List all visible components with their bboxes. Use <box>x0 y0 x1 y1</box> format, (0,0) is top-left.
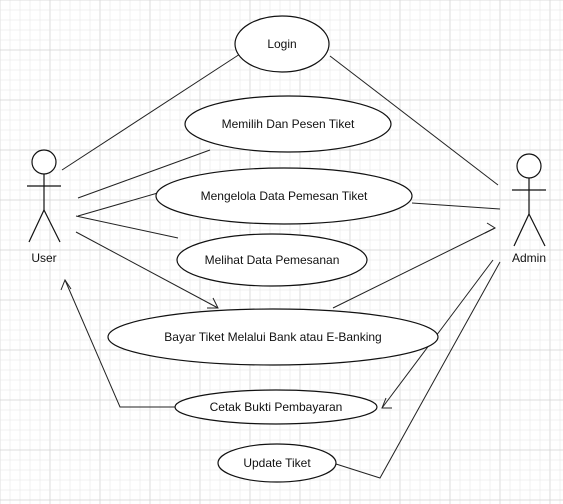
use-case-cetak-bukti-shape <box>174 389 378 425</box>
arrowhead-cetak-bukti <box>381 397 392 409</box>
use-case-cetak-bukti: Cetak Bukti Pembayaran <box>174 389 378 425</box>
actor-admin-head <box>516 153 542 179</box>
associations <box>60 53 501 479</box>
use-case-update-tiket-label: Update Tiket <box>243 456 311 470</box>
arrowhead-admin <box>484 222 497 234</box>
use-case-bayar-tiket-shape <box>107 308 439 366</box>
actor-user: User <box>27 149 61 265</box>
use-case-kelola-data-shape <box>155 167 413 225</box>
use-case-update-tiket: Update Tiket <box>217 443 337 483</box>
use-case-bayar-tiket: Bayar Tiket Melalui Bank atau E-Banking <box>107 308 439 366</box>
actor-user-right-leg <box>43 209 61 243</box>
use-case-kelola-data: Mengelola Data Pemesan Tiket <box>155 167 413 225</box>
use-case-melihat-data: Melihat Data Pemesanan <box>176 233 368 287</box>
use-case-memilih-pesan-label: Memilih Dan Pesen Tiket <box>222 117 355 131</box>
arrowhead-user <box>60 278 72 291</box>
association-admin-kelola-data <box>411 202 501 210</box>
actor-admin: Admin <box>512 153 546 265</box>
actor-admin-left-leg <box>513 213 530 247</box>
association-user-memilih-pesan <box>77 149 211 199</box>
arrowhead-bayar-tiket <box>207 297 219 309</box>
use-case-login-label: Login <box>267 37 296 51</box>
association-user-melihat-data <box>75 215 179 239</box>
actor-user-head <box>31 149 57 175</box>
use-case-cetak-bukti-label: Cetak Bukti Pembayaran <box>210 400 343 414</box>
association-user-login <box>61 53 241 171</box>
use-case-kelola-data-label: Mengelola Data Pemesan Tiket <box>201 189 368 203</box>
actor-user-left-leg <box>28 209 45 243</box>
use-case-memilih-pesan-shape <box>184 95 392 153</box>
actor-user-label: User <box>31 251 56 265</box>
use-case-login-shape <box>234 15 330 73</box>
association-cetak-bukti-user <box>64 279 176 408</box>
actor-admin-right-leg <box>528 213 546 247</box>
use-case-memilih-pesan: Memilih Dan Pesen Tiket <box>184 95 392 153</box>
association-bayar-admin <box>332 227 496 309</box>
use-case-update-tiket-shape <box>217 443 337 483</box>
use-case-bayar-tiket-label: Bayar Tiket Melalui Bank atau E-Banking <box>164 330 381 344</box>
use-case-melihat-data-label: Melihat Data Pemesanan <box>205 253 340 267</box>
association-user-bayar-tiket <box>75 231 219 309</box>
association-admin-update-tiket <box>335 261 501 479</box>
association-admin-login <box>329 55 499 186</box>
actor-admin-label: Admin <box>512 251 546 265</box>
use-case-login: Login <box>234 15 330 73</box>
use-case-melihat-data-shape <box>176 233 368 287</box>
